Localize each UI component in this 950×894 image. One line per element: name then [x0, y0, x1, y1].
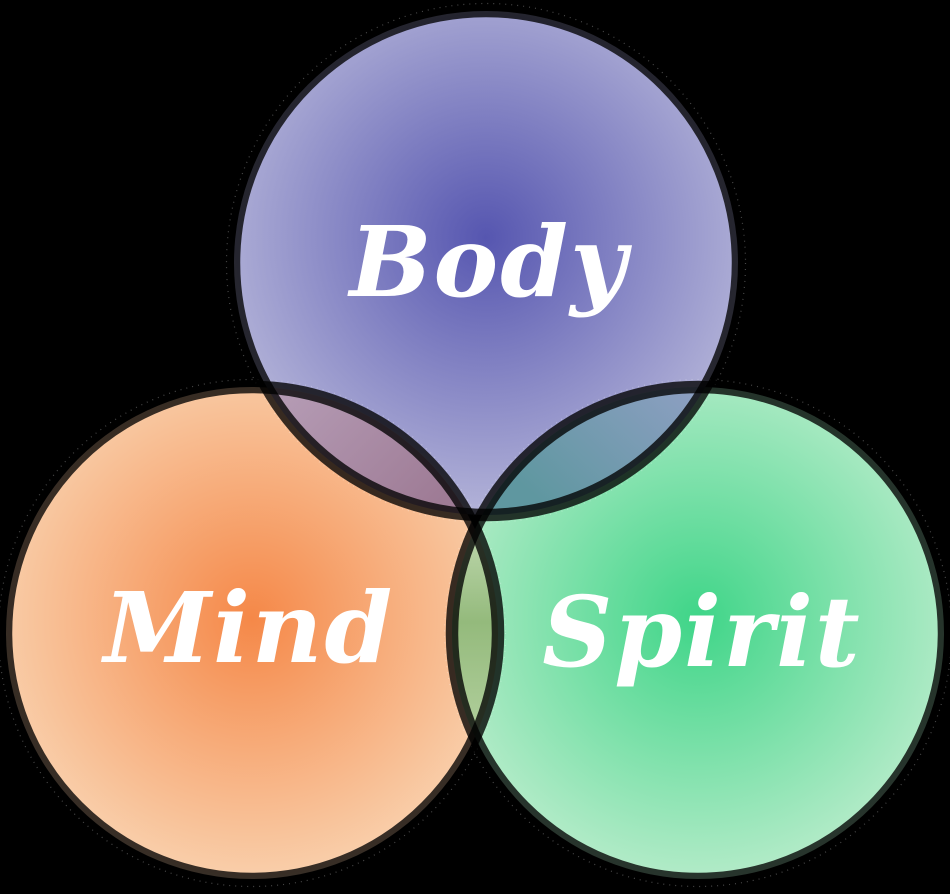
mind-circle-outline — [0, 380, 505, 886]
body-label: Body — [347, 205, 633, 319]
mind-circle-fill — [6, 387, 498, 879]
spirit-antialias-ring — [443, 378, 950, 888]
mind-antialias-ring — [0, 378, 507, 888]
spirit-label: Spirit — [542, 575, 861, 689]
spirit-circle-fill — [452, 387, 944, 879]
body-antialias-ring — [225, 2, 747, 524]
body-circle-fill — [234, 11, 738, 515]
mind-label: Mind — [101, 571, 395, 685]
spirit-circle-outline — [445, 380, 950, 886]
